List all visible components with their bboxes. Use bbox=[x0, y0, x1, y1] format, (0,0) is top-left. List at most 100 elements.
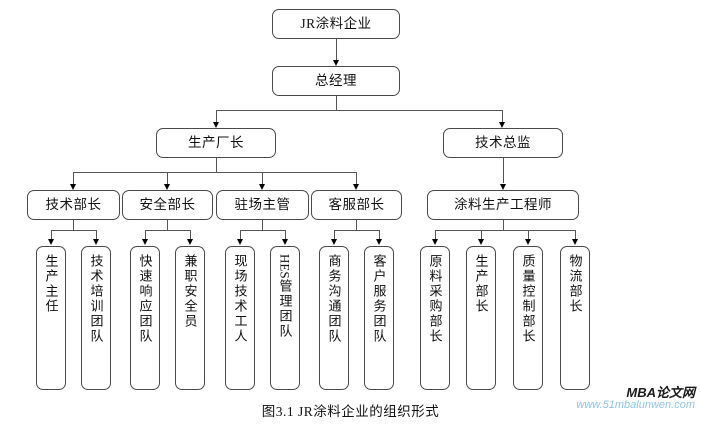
edge-gm-drop-left bbox=[216, 110, 217, 125]
arrow-tech-to-engineer bbox=[499, 184, 506, 190]
node-customer-service-team-label: 客户服务团队 bbox=[371, 254, 387, 344]
arrow-safetymgr-to-leaf3 bbox=[141, 239, 148, 245]
edge-engineer-drop-3 bbox=[528, 230, 529, 241]
watermark-url: www.51mbalunwen.com bbox=[576, 398, 695, 411]
node-raw-material-purchasing-manager-label: 原料采购部长 bbox=[427, 254, 443, 344]
edge-site-drop-1 bbox=[240, 230, 241, 241]
arrow-servicemgr-to-leaf8 bbox=[375, 239, 382, 245]
arrow-site-to-leaf5 bbox=[236, 239, 243, 245]
node-technical-manager-label: 技术部长 bbox=[45, 197, 102, 213]
edge-engineer-drop-2 bbox=[481, 230, 482, 241]
node-site-technicians: 现场技术工人 bbox=[225, 246, 255, 390]
edge-servicemgr-bus bbox=[334, 230, 379, 231]
edge-servicemgr-stem bbox=[356, 220, 357, 230]
arrow-prod-to-service-mgr bbox=[352, 184, 359, 190]
node-technical-director-label: 技术总监 bbox=[475, 135, 531, 151]
node-hes-management-team-label: 管理团队 bbox=[277, 278, 293, 339]
node-quality-control-manager: 质量控制部长 bbox=[513, 246, 543, 390]
node-quality-control-manager-label: 质量控制部长 bbox=[520, 254, 536, 344]
arrow-engineer-to-leaf11 bbox=[524, 239, 531, 245]
node-technical-director: 技术总监 bbox=[443, 128, 563, 158]
node-root-label: JR涂料企业 bbox=[300, 16, 372, 32]
edge-prod-drop-3 bbox=[262, 172, 263, 187]
watermark-title: MBA论文网 bbox=[626, 385, 695, 400]
node-hes-management-team: HES 管理团队 bbox=[270, 246, 300, 390]
edge-safetymgr-bus bbox=[145, 230, 190, 231]
edge-techmgr-bus bbox=[51, 230, 96, 231]
node-production-manager-label: 生产部长 bbox=[473, 254, 489, 314]
node-site-supervisor: 驻场主管 bbox=[216, 190, 309, 220]
edge-engineer-stem bbox=[503, 220, 504, 230]
node-logistics-manager: 物流部长 bbox=[560, 246, 590, 390]
node-rapid-response-team: 快速响应团队 bbox=[130, 246, 160, 390]
edge-techmgr-stem bbox=[73, 220, 74, 230]
arrow-site-to-leaf6 bbox=[281, 239, 288, 245]
node-production-director: 生产厂长 bbox=[156, 128, 276, 158]
arrow-prod-to-safety-mgr bbox=[163, 184, 170, 190]
node-training-team-label: 技术培训团队 bbox=[88, 254, 104, 344]
edge-gm-bus bbox=[216, 110, 502, 111]
node-production-chief: 生产主任 bbox=[36, 246, 66, 390]
arrow-gm-to-prod bbox=[212, 122, 219, 128]
edge-prod-drop-4 bbox=[356, 172, 357, 187]
arrow-engineer-to-leaf10 bbox=[477, 239, 484, 245]
edge-site-drop-2 bbox=[285, 230, 286, 241]
edge-safetymgr-stem bbox=[167, 220, 168, 230]
edge-engineer-drop-1 bbox=[435, 230, 436, 241]
node-production-director-label: 生产厂长 bbox=[188, 135, 244, 151]
edge-engineer-drop-4 bbox=[575, 230, 576, 241]
node-rapid-response-team-label: 快速响应团队 bbox=[137, 254, 153, 344]
arrow-gm-to-tech bbox=[498, 122, 505, 128]
figure-caption: 图3.1 JR涂料企业的组织形式 bbox=[261, 404, 440, 419]
node-customer-service-team: 客户服务团队 bbox=[364, 246, 394, 390]
node-business-communication-team: 商务沟通团队 bbox=[319, 246, 349, 390]
node-service-manager: 客服部长 bbox=[311, 190, 402, 220]
arrow-techmgr-to-leaf1 bbox=[47, 239, 54, 245]
node-hes-management-team-latin: HES bbox=[277, 254, 293, 279]
node-part-time-safety-officer-label: 兼职安全员 bbox=[182, 254, 198, 329]
node-coating-engineer: 涂料生产工程师 bbox=[427, 190, 579, 220]
edge-gm-drop-right bbox=[502, 110, 503, 125]
edge-engineer-bus bbox=[435, 230, 575, 231]
node-general-manager: 总经理 bbox=[272, 66, 400, 96]
edge-safetymgr-drop-1 bbox=[145, 230, 146, 241]
node-coating-engineer-label: 涂料生产工程师 bbox=[454, 197, 552, 213]
node-logistics-manager-label: 物流部长 bbox=[567, 254, 583, 314]
node-technical-manager: 技术部长 bbox=[27, 190, 120, 220]
node-production-manager: 生产部长 bbox=[466, 246, 496, 390]
edge-safetymgr-drop-2 bbox=[190, 230, 191, 241]
edge-prod-drop-2 bbox=[167, 172, 168, 187]
node-site-technicians-label: 现场技术工人 bbox=[232, 254, 248, 344]
node-business-communication-team-label: 商务沟通团队 bbox=[326, 254, 342, 344]
arrow-safetymgr-to-leaf4 bbox=[186, 239, 193, 245]
arrow-servicemgr-to-leaf7 bbox=[330, 239, 337, 245]
edge-servicemgr-drop-1 bbox=[334, 230, 335, 241]
edge-prod-bus bbox=[73, 172, 356, 173]
edge-tech-to-engineer bbox=[503, 158, 504, 183]
node-production-chief-label: 生产主任 bbox=[43, 254, 59, 314]
arrow-root-to-gm bbox=[332, 60, 339, 66]
edge-techmgr-drop-2 bbox=[96, 230, 97, 241]
node-safety-manager: 安全部长 bbox=[122, 190, 213, 220]
node-training-team: 技术培训团队 bbox=[81, 246, 111, 390]
edge-site-stem bbox=[262, 220, 263, 230]
node-site-supervisor-label: 驻场主管 bbox=[234, 197, 291, 213]
edge-servicemgr-drop-2 bbox=[379, 230, 380, 241]
node-part-time-safety-officer: 兼职安全员 bbox=[175, 246, 205, 390]
arrow-engineer-to-leaf12 bbox=[571, 239, 578, 245]
edge-site-bus bbox=[240, 230, 285, 231]
edge-prod-stem bbox=[216, 158, 217, 172]
node-general-manager-label: 总经理 bbox=[315, 73, 357, 89]
watermark: MBA论文网 www.51mbalunwen.com bbox=[576, 386, 695, 411]
arrow-techmgr-to-leaf2 bbox=[92, 239, 99, 245]
node-safety-manager-label: 安全部长 bbox=[139, 197, 196, 213]
node-service-manager-label: 客服部长 bbox=[328, 197, 385, 213]
edge-gm-stem bbox=[336, 96, 337, 110]
arrow-engineer-to-leaf9 bbox=[431, 239, 438, 245]
node-raw-material-purchasing-manager: 原料采购部长 bbox=[420, 246, 450, 390]
node-root: JR涂料企业 bbox=[272, 9, 400, 39]
arrow-prod-to-tech-mgr bbox=[69, 184, 76, 190]
edge-prod-drop-1 bbox=[73, 172, 74, 187]
edge-techmgr-drop-1 bbox=[51, 230, 52, 241]
